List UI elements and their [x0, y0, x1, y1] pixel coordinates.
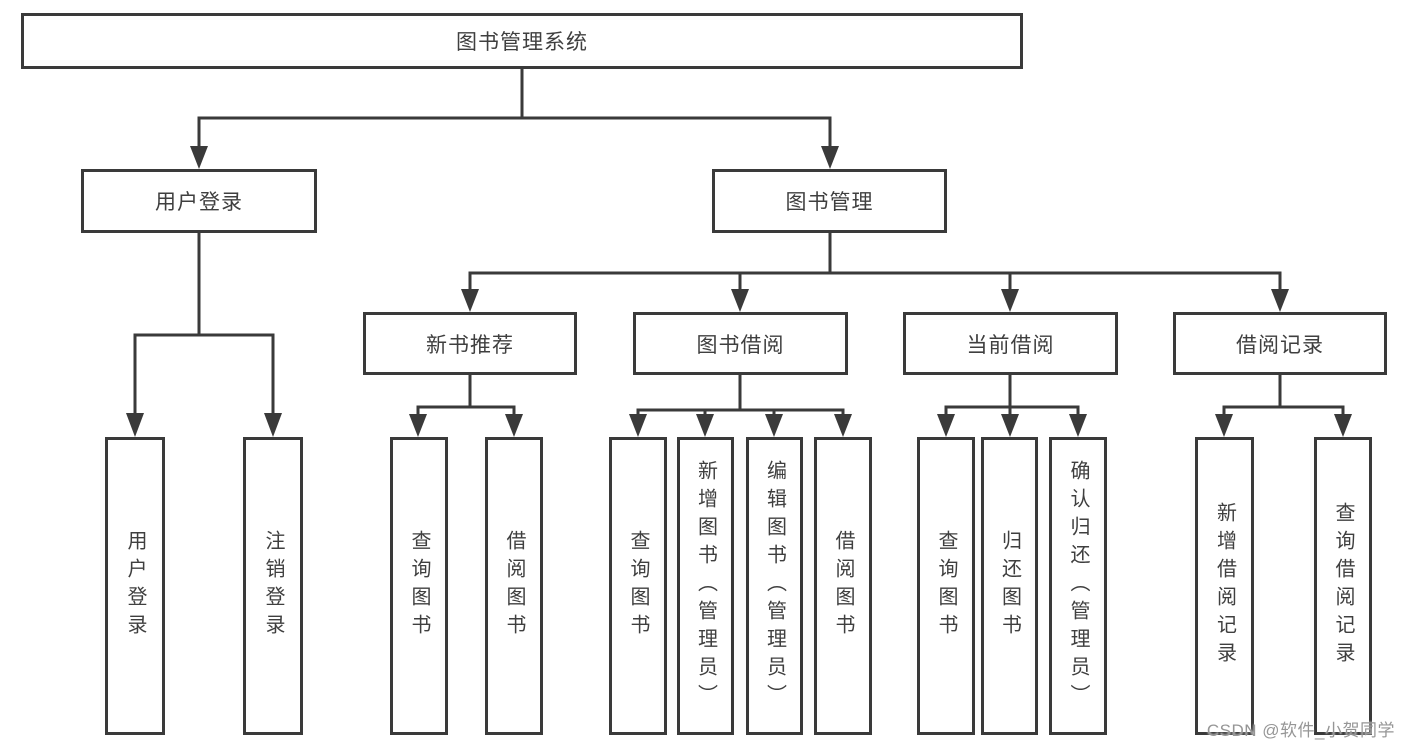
leaf-label: 新增借阅记录 — [1213, 502, 1236, 670]
node-book-borrow: 图书借阅 — [633, 312, 848, 375]
node-new-book-recommend: 新书推荐 — [363, 312, 577, 375]
leaf-user-login: 用户登录 — [105, 437, 165, 735]
leaf-label: 新增图书（管理员） — [694, 460, 717, 712]
leaf-label: 查询借阅记录 — [1332, 502, 1354, 670]
node-label: 图书管理系统 — [456, 31, 588, 54]
leaf-label: 归还图书 — [998, 530, 1021, 642]
leaf-edit-books-admin: 编辑图书（管理员） — [746, 437, 803, 735]
node-current-borrow: 当前借阅 — [903, 312, 1118, 375]
leaf-label: 用户登录 — [124, 530, 146, 642]
connector-book-borrow-to-leaves — [636, 374, 845, 414]
leaf-label: 借阅图书 — [503, 530, 525, 642]
leaf-label: 注销登录 — [262, 530, 284, 642]
node-label: 图书借阅 — [696, 333, 785, 357]
connector-book-management-to-level3 — [468, 232, 1282, 289]
leaf-confirm-return-admin: 确认归还（管理员） — [1049, 437, 1107, 735]
leaf-return-books: 归还图书 — [981, 437, 1038, 735]
leaf-query-borrow-record: 查询借阅记录 — [1314, 437, 1372, 735]
leaf-query-books-current: 查询图书 — [917, 437, 975, 735]
connector-user-login-to-leaves — [133, 232, 275, 414]
leaf-add-borrow-record: 新增借阅记录 — [1195, 437, 1254, 735]
leaf-borrow-books-recommend: 借阅图书 — [485, 437, 543, 735]
node-label: 图书管理 — [785, 191, 874, 214]
node-book-management: 图书管理 — [712, 169, 947, 233]
leaf-label: 确认归还（管理员） — [1067, 460, 1089, 712]
connector-borrow-record-to-leaves — [1222, 375, 1345, 414]
leaf-label: 借阅图书 — [832, 530, 854, 642]
connector-new-book-recommend-to-leaves — [416, 375, 516, 414]
leaf-add-books-admin: 新增图书（管理员） — [677, 437, 734, 735]
connector-root-to-level2 — [197, 67, 832, 146]
node-library-system-root: 图书管理系统 — [21, 13, 1023, 69]
leaf-label: 查询图书 — [408, 530, 430, 642]
node-label: 用户登录 — [155, 191, 243, 214]
node-label: 借阅记录 — [1236, 333, 1324, 357]
watermark: CSDN @软件_小贺同学 — [1206, 721, 1395, 740]
node-label: 当前借阅 — [966, 333, 1055, 357]
leaf-query-books-recommend: 查询图书 — [390, 437, 448, 735]
node-user-login: 用户登录 — [81, 169, 317, 233]
leaf-label: 查询图书 — [627, 530, 649, 642]
leaf-borrow-books: 借阅图书 — [814, 437, 872, 735]
connector-current-borrow-to-leaves — [944, 374, 1080, 414]
leaf-label: 查询图书 — [935, 530, 957, 642]
leaf-label: 编辑图书（管理员） — [763, 460, 786, 712]
leaf-logout: 注销登录 — [243, 437, 303, 735]
node-label: 新书推荐 — [426, 333, 514, 357]
node-borrow-record: 借阅记录 — [1173, 312, 1387, 375]
leaf-query-books-borrow: 查询图书 — [609, 437, 667, 735]
